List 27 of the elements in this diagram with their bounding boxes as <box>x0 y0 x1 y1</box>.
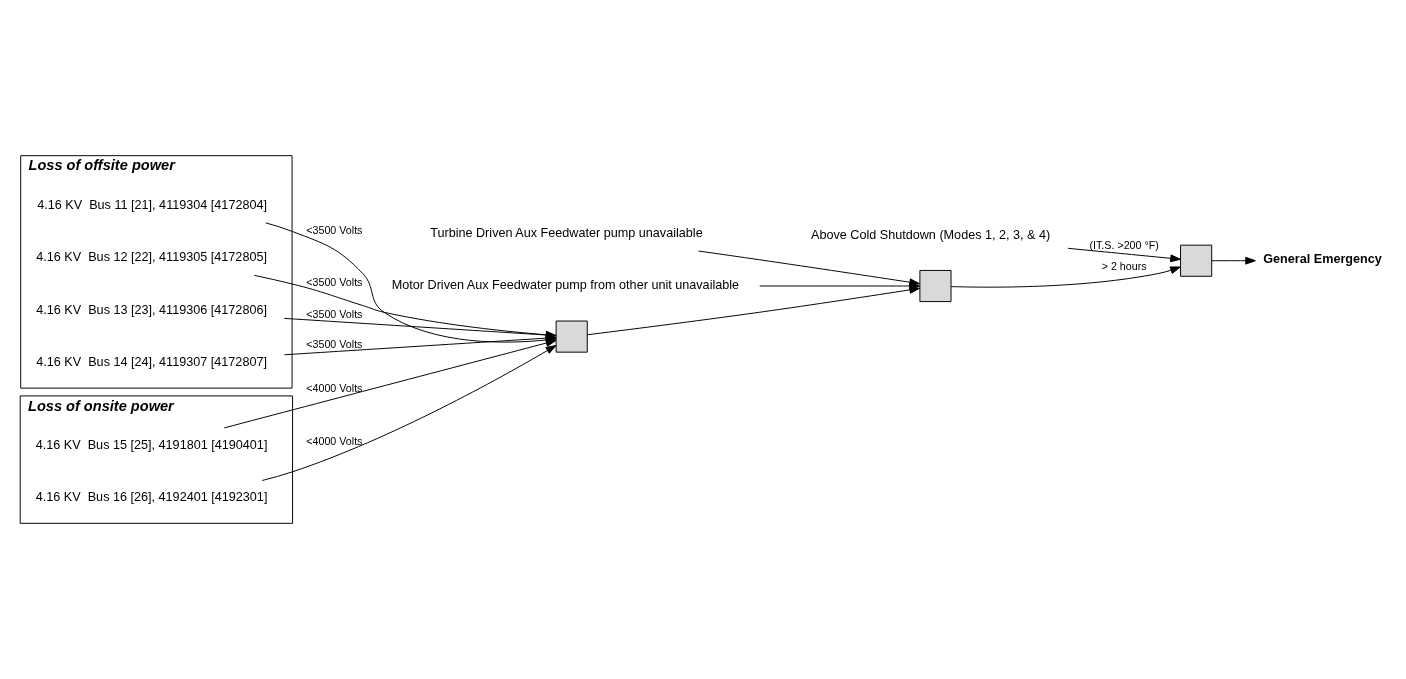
arrow <box>261 345 557 481</box>
edge-label: <3500 Volts <box>306 307 363 320</box>
node-box <box>919 269 952 303</box>
node-box <box>1180 244 1213 277</box>
node-text: 4.16 KV Bus 12 [22], 4119305 [4172805] <box>36 250 267 265</box>
edge-label: (IT.S. >200 °F) <box>1089 238 1159 251</box>
node-text: 4.16 KV Bus 14 [24], 4119307 [4172807] <box>36 355 267 370</box>
node-text: General Emergency <box>1263 252 1382 267</box>
edge-label: <3500 Volts <box>306 338 363 351</box>
edge-label: <4000 Volts <box>306 381 363 394</box>
node-text: 4.16 KV Bus 11 [21], 4119304 [4172804] <box>37 197 268 212</box>
edge-label: <3500 Volts <box>306 275 363 288</box>
arrow <box>1211 256 1256 265</box>
node-box <box>555 320 588 353</box>
node-text: Above Cold Shutdown (Modes 1, 2, 3, & 4) <box>810 227 1051 242</box>
arrow <box>223 339 557 429</box>
node-text: Motor Driven Aux Feedwater pump from other unit unavailable <box>391 278 740 293</box>
node-text: 4.16 KV Bus 15 [25], 4191801 [4190401] <box>35 437 268 452</box>
edge-label: > 2 hours <box>1101 260 1147 273</box>
edge-label: <4000 Volts <box>306 435 363 448</box>
arrow <box>1067 247 1181 263</box>
arrow <box>950 266 1181 288</box>
node-text: Turbine Driven Aux Feedwater pump unavailable <box>430 225 703 240</box>
node-text: 4.16 KV Bus 16 [26], 4192401 [4192301] <box>35 490 268 505</box>
arrow <box>587 286 920 336</box>
node-text: 4.16 KV Bus 13 [23], 4119306 [4172806] <box>36 302 267 317</box>
edge-label: <3500 Volts <box>306 224 363 237</box>
